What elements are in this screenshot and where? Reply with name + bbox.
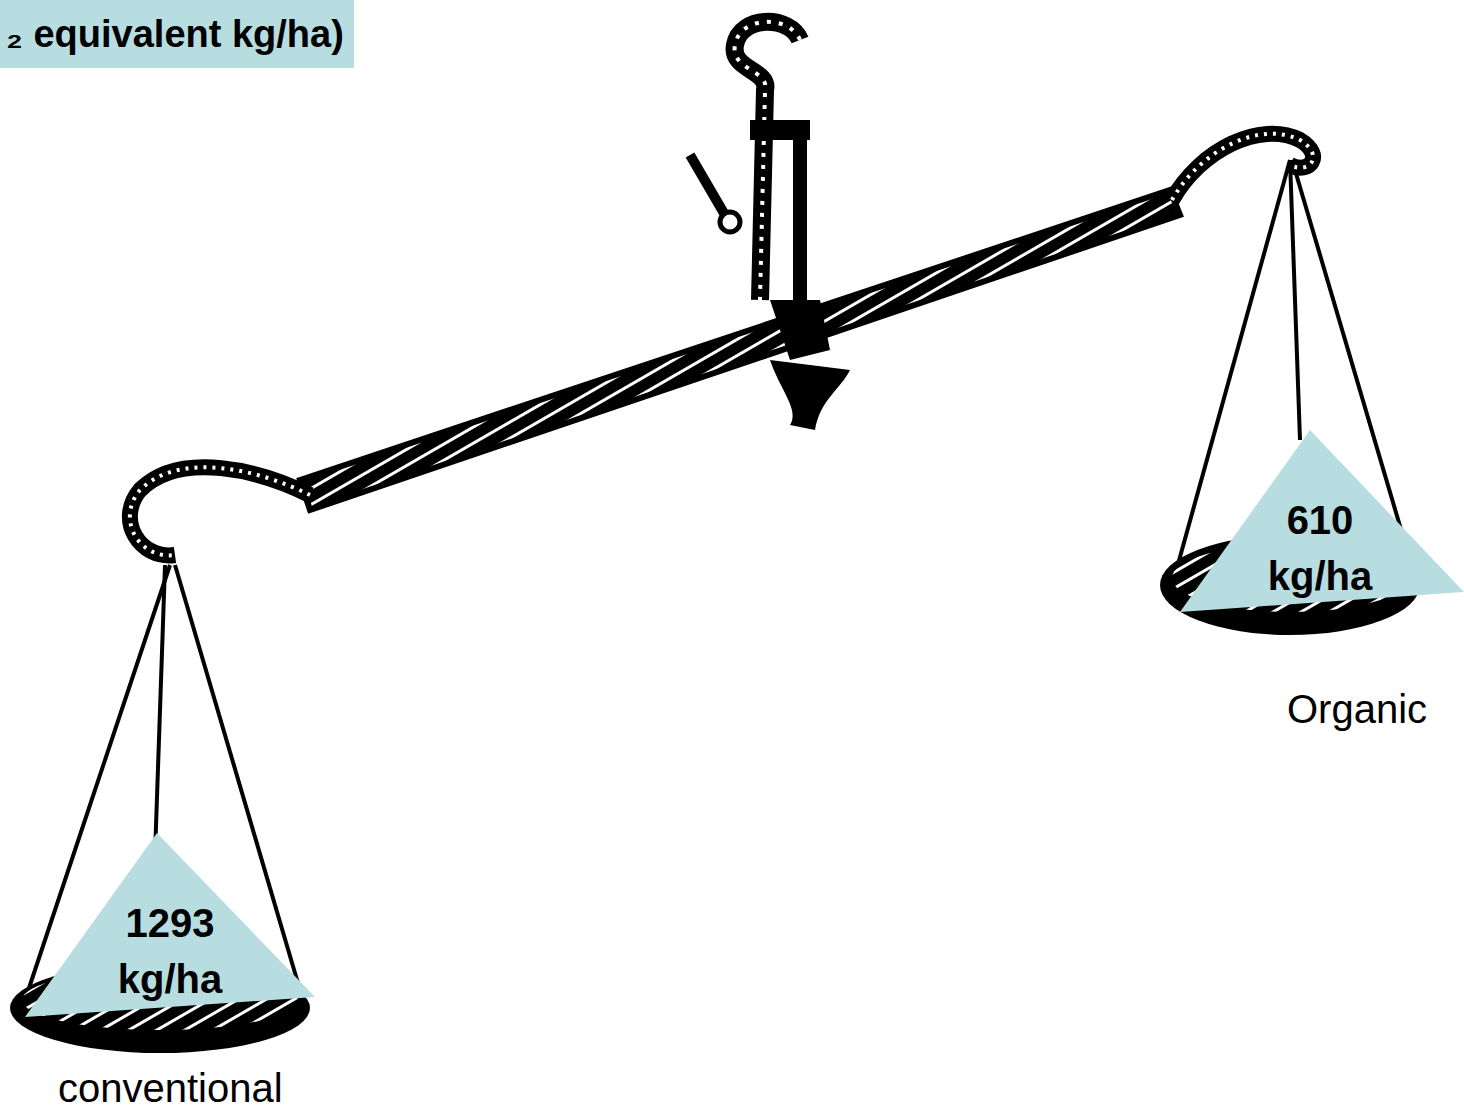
weight-value: 1293 kg/ha bbox=[100, 895, 240, 1007]
triangle-weight: 1293 kg/ha bbox=[25, 833, 315, 1018]
triangle-weight: 610 kg/ha bbox=[1180, 430, 1464, 612]
pan-label: conventional bbox=[58, 1064, 283, 1112]
weight-value: 610 kg/ha bbox=[1250, 492, 1390, 604]
pan-label: Organic bbox=[1287, 685, 1427, 733]
title-box: ₂ equivalent kg/ha) bbox=[0, 0, 354, 68]
